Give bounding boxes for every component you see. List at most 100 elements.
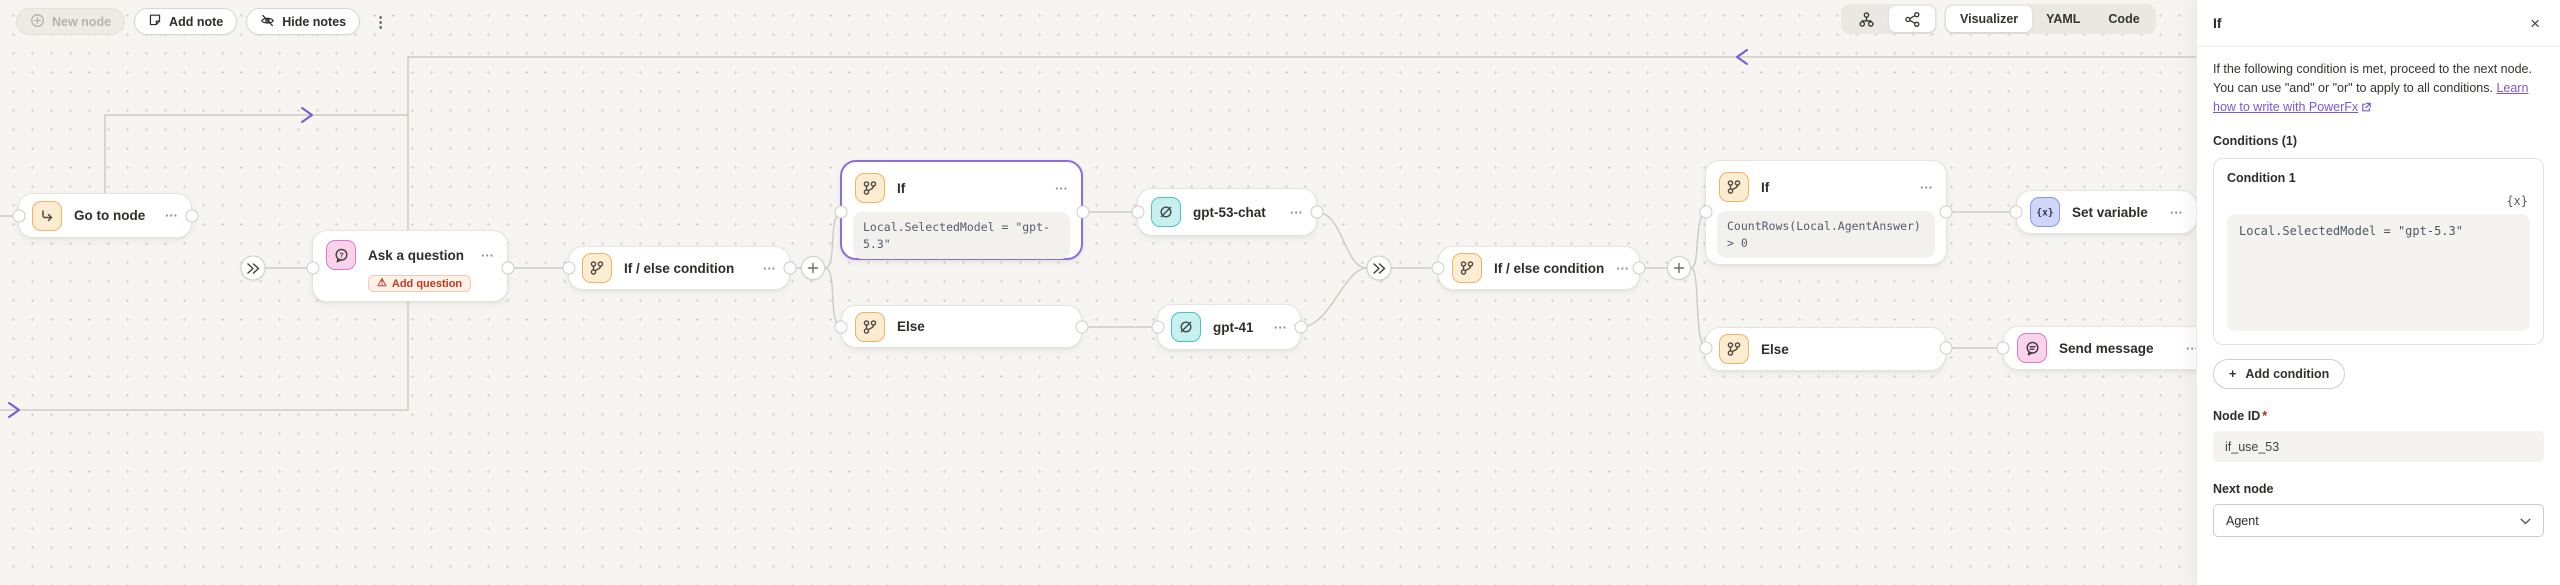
note-icon [148, 13, 162, 30]
set-variable-icon: {x} [2030, 197, 2060, 227]
port[interactable] [1632, 261, 1646, 275]
close-icon[interactable]: × [2530, 13, 2540, 33]
port[interactable] [1151, 320, 1165, 334]
hide-notes-button[interactable]: Hide notes [246, 8, 361, 35]
port[interactable] [1939, 341, 1953, 355]
add-node-plus-icon[interactable] [801, 256, 825, 280]
required-marker: * [2262, 409, 2268, 424]
condition-code-preview: Local.SelectedModel = "gpt-5.3" [853, 212, 1070, 260]
port[interactable] [1431, 261, 1445, 275]
canvas-toolbar: New node Add note Hide notes ⋮ [16, 8, 392, 35]
node-menu-button[interactable]: ··· [1290, 204, 1303, 220]
node-label: Set variable [2072, 204, 2148, 220]
go-to-arrow-icon [32, 200, 62, 231]
graph-layout-button[interactable] [1889, 6, 1935, 32]
node-if-1-selected[interactable]: If ··· Local.SelectedModel = "gpt-5.3" [840, 160, 1083, 260]
port[interactable] [1075, 320, 1089, 334]
add-condition-button[interactable]: + Add condition [2213, 359, 2346, 390]
port[interactable] [783, 261, 797, 275]
node-send-message[interactable]: Send message ··· [2003, 326, 2213, 370]
view-mode-tabs: Visualizer YAML Code [1944, 4, 2156, 34]
node-ask-a-question[interactable]: ? Ask a question ··· ⚠ Add question [312, 230, 508, 302]
branch-icon [1719, 172, 1749, 202]
node-label: gpt-41 [1213, 319, 1254, 335]
node-menu-button[interactable]: ··· [165, 208, 178, 223]
node-properties-panel: If × If the following condition is met, … [2196, 0, 2560, 585]
condition-card: Condition 1 {x} Local.SelectedModel = "g… [2213, 158, 2544, 346]
port[interactable] [1699, 205, 1713, 219]
formula-fx-icon[interactable]: {x} [2506, 194, 2528, 209]
node-label: If / else condition [1494, 260, 1605, 276]
node-if-else-condition-1[interactable]: If / else condition ··· [568, 246, 790, 290]
branch-icon [1452, 253, 1482, 283]
next-node-label: Next node [2213, 482, 2274, 497]
node-gpt-53-chat[interactable]: gpt-53-chat ··· [1137, 188, 1317, 236]
node-label: gpt-53-chat [1193, 204, 1266, 220]
node-if-else-condition-2[interactable]: If / else condition ··· [1438, 246, 1640, 290]
port[interactable] [2009, 205, 2023, 219]
tab-visualizer[interactable]: Visualizer [1946, 6, 2033, 32]
port[interactable] [306, 261, 320, 275]
node-id-label: Node ID* [2213, 409, 2268, 424]
description-text: If the following condition is met, proce… [2213, 62, 2532, 95]
tree-layout-button[interactable] [1843, 6, 1889, 32]
tab-code[interactable]: Code [2108, 12, 2140, 26]
powerfx-learn-link[interactable]: Learn how to write with PowerFx [2213, 80, 2529, 114]
tab-yaml[interactable]: YAML [2046, 12, 2081, 26]
circle-plus-icon [30, 13, 45, 31]
node-menu-button[interactable]: ··· [1616, 260, 1630, 276]
port[interactable] [834, 205, 848, 219]
eye-off-icon [260, 13, 275, 31]
port[interactable] [1939, 205, 1953, 219]
add-node-plus-icon[interactable] [1667, 256, 1691, 280]
node-if-2[interactable]: If ··· CountRows(Local.AgentAnswer) > 0 [1705, 160, 1947, 265]
warning-label: Add question [391, 277, 463, 290]
node-else-2[interactable]: Else [1705, 327, 1946, 371]
external-link-icon [2361, 99, 2371, 118]
port[interactable] [1294, 320, 1308, 334]
add-note-button[interactable]: Add note [134, 8, 238, 35]
node-menu-button[interactable]: ··· [2170, 204, 2183, 220]
port[interactable] [562, 261, 576, 275]
add-condition-label: Add condition [2245, 367, 2330, 382]
new-node-label: New node [52, 14, 112, 29]
port[interactable] [1076, 205, 1090, 219]
node-gpt-41[interactable]: gpt-41 ··· [1157, 304, 1301, 350]
panel-title: If [2213, 15, 2222, 31]
add-question-warning-chip[interactable]: ⚠ Add question [368, 275, 472, 292]
node-menu-button[interactable]: ··· [763, 260, 776, 276]
node-label: Send message [2059, 340, 2154, 356]
node-else-1[interactable]: Else [841, 305, 1082, 348]
layout-toggle-group [1841, 4, 1937, 34]
port[interactable] [1996, 341, 2010, 355]
node-menu-button[interactable]: ··· [1920, 179, 1933, 195]
jump-connector-icon[interactable] [1366, 255, 1392, 281]
node-id-input[interactable] [2213, 431, 2544, 463]
port[interactable] [185, 209, 199, 223]
node-menu-button[interactable]: ··· [481, 247, 494, 263]
model-icon [1171, 312, 1201, 342]
formula-editor[interactable]: Local.SelectedModel = "gpt-5.3" [2227, 214, 2530, 332]
jump-connector-icon[interactable] [240, 255, 266, 281]
node-menu-button[interactable]: ··· [1274, 319, 1287, 335]
new-node-button[interactable]: New node [16, 8, 126, 35]
model-icon [1151, 197, 1181, 227]
node-label: If / else condition [624, 260, 735, 276]
node-set-variable[interactable]: {x} Set variable ··· [2016, 190, 2197, 234]
port[interactable] [1310, 205, 1324, 219]
port[interactable] [834, 320, 848, 334]
port[interactable] [501, 261, 515, 275]
port[interactable] [1699, 341, 1713, 355]
conditions-heading: Conditions (1) [2213, 134, 2298, 149]
port[interactable] [12, 209, 26, 223]
node-go-to-node[interactable]: Go to node ··· [18, 193, 192, 238]
node-menu-button[interactable]: ··· [1055, 180, 1068, 196]
view-controls: Visualizer YAML Code [1841, 4, 2156, 34]
chevron-down-icon [2520, 514, 2531, 528]
branch-icon [855, 311, 885, 342]
kebab-menu-icon[interactable]: ⋮ [373, 13, 389, 31]
node-menu-button[interactable]: ··· [2186, 340, 2199, 356]
port[interactable] [1131, 205, 1145, 219]
next-node-select[interactable]: Agent [2213, 504, 2544, 538]
